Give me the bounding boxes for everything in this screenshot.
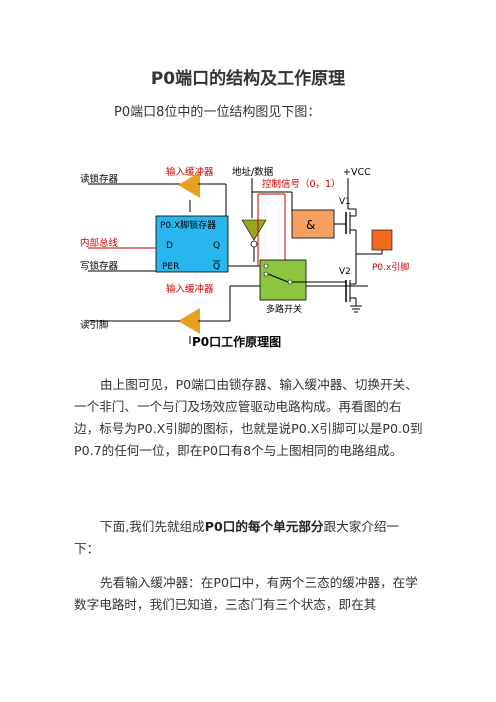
label-read-latch: 读锁存器 — [80, 173, 119, 185]
page-title: P0端口的结构及工作原理 — [150, 69, 346, 89]
input-buffer-bottom-triangle — [178, 308, 200, 334]
label-vcc: +VCC — [343, 167, 371, 178]
paragraph-2: 下面,我们先就组成P0口的每个单元部分跟大家介绍一下： — [74, 516, 424, 560]
pin-box — [371, 229, 393, 251]
and-gate-label: & — [306, 218, 315, 232]
latch-d: D — [166, 241, 173, 251]
paragraph-2-post: 跟大家介绍一下： — [74, 519, 400, 556]
label-ctrl-signal: 控制信号（0，1） — [262, 178, 341, 190]
label-internal-bus: 内部总线 — [80, 237, 119, 249]
label-mux: 多路开关 — [266, 303, 302, 315]
latch-qbar: Q — [213, 262, 220, 272]
figure-caption: P0口工作原理图 — [192, 334, 281, 349]
latch-per: PER — [162, 262, 179, 272]
inverter-triangle — [241, 219, 267, 241]
label-input-buffer-bottom: 输入缓冲器 — [166, 283, 214, 295]
p0-port-diagram: 读锁存器 输入缓冲器 地址/数据 +VCC 控制信号（0，1） P0.X脚锁存器… — [80, 166, 409, 349]
latch-title: P0.X脚锁存器 — [160, 219, 216, 231]
paragraph-2-bold: P0口的每个单元部分 — [204, 519, 324, 534]
intro-text: P0端口8位中的一位结构图见下图： — [114, 105, 321, 120]
latch-q: Q — [213, 241, 220, 251]
paragraph-3: 先看输入缓冲器：在P0口中，有两个三态的缓冲器，在学数字电路时，我们已知道，三态… — [74, 575, 418, 612]
paragraph-1: 由上图可见，P0端口由锁存器、输入缓冲器、切换开关、一个非门、一个与门及场效应管… — [74, 377, 423, 458]
label-read-pin: 读引脚 — [80, 319, 109, 331]
label-addr-data: 地址/数据 — [232, 166, 274, 178]
input-buffer-top-triangle — [178, 172, 200, 198]
label-v2: V2 — [339, 267, 351, 277]
label-input-buffer-top: 输入缓冲器 — [166, 166, 214, 178]
label-write-latch: 写锁存器 — [80, 260, 119, 272]
label-pin: P0.x引脚 — [372, 262, 409, 273]
label-v1: V1 — [339, 197, 351, 207]
latch-box — [155, 215, 229, 273]
paragraph-2-pre: 下面,我们先就组成 — [100, 519, 205, 534]
